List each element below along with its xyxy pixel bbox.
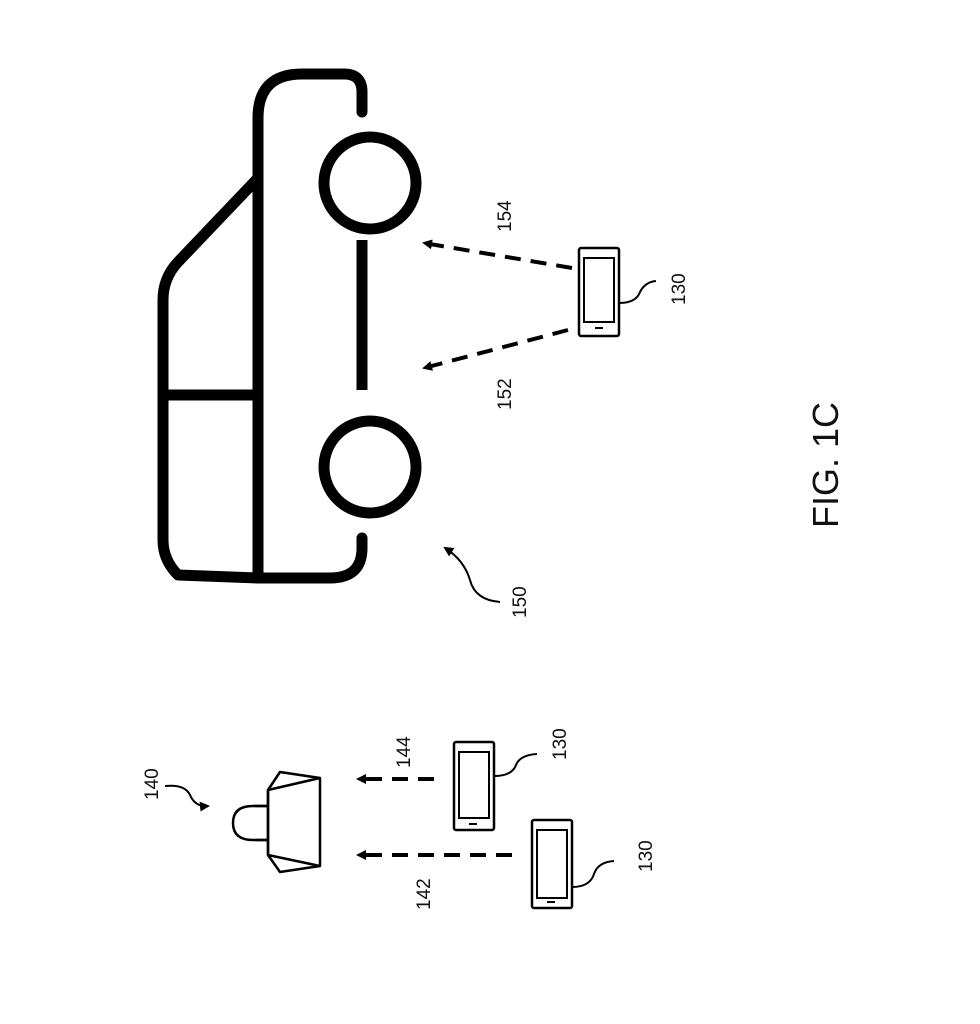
bag-reference: 140: [142, 768, 210, 812]
svg-text:142: 142: [414, 878, 435, 910]
phone-reference: 130: [493, 728, 571, 777]
svg-text:152: 152: [495, 378, 516, 410]
ref-130-a: 130: [669, 273, 690, 305]
svg-text:154: 154: [495, 200, 516, 232]
smartphone-icon: [452, 740, 496, 832]
figure-caption: FIG. 1C: [805, 402, 846, 528]
phone-reference: 130: [571, 840, 657, 888]
phone-reference: 130: [618, 273, 690, 305]
ref-130-c: 130: [636, 840, 657, 872]
vehicle-reference: 150: [443, 546, 531, 618]
ref-130-b: 130: [550, 728, 571, 760]
signal-154: 154: [422, 200, 573, 270]
signal-152: 152: [422, 328, 569, 410]
svg-text:144: 144: [394, 736, 415, 768]
ref-150: 150: [510, 586, 531, 618]
signal-142: 142: [356, 850, 512, 910]
ref-140: 140: [142, 768, 163, 800]
smartphone-icon: [577, 246, 621, 338]
car-icon: [157, 68, 422, 584]
smartphone-icon: [530, 818, 574, 910]
signal-144: 144: [356, 736, 434, 784]
shopping-bag-icon: [231, 770, 322, 874]
